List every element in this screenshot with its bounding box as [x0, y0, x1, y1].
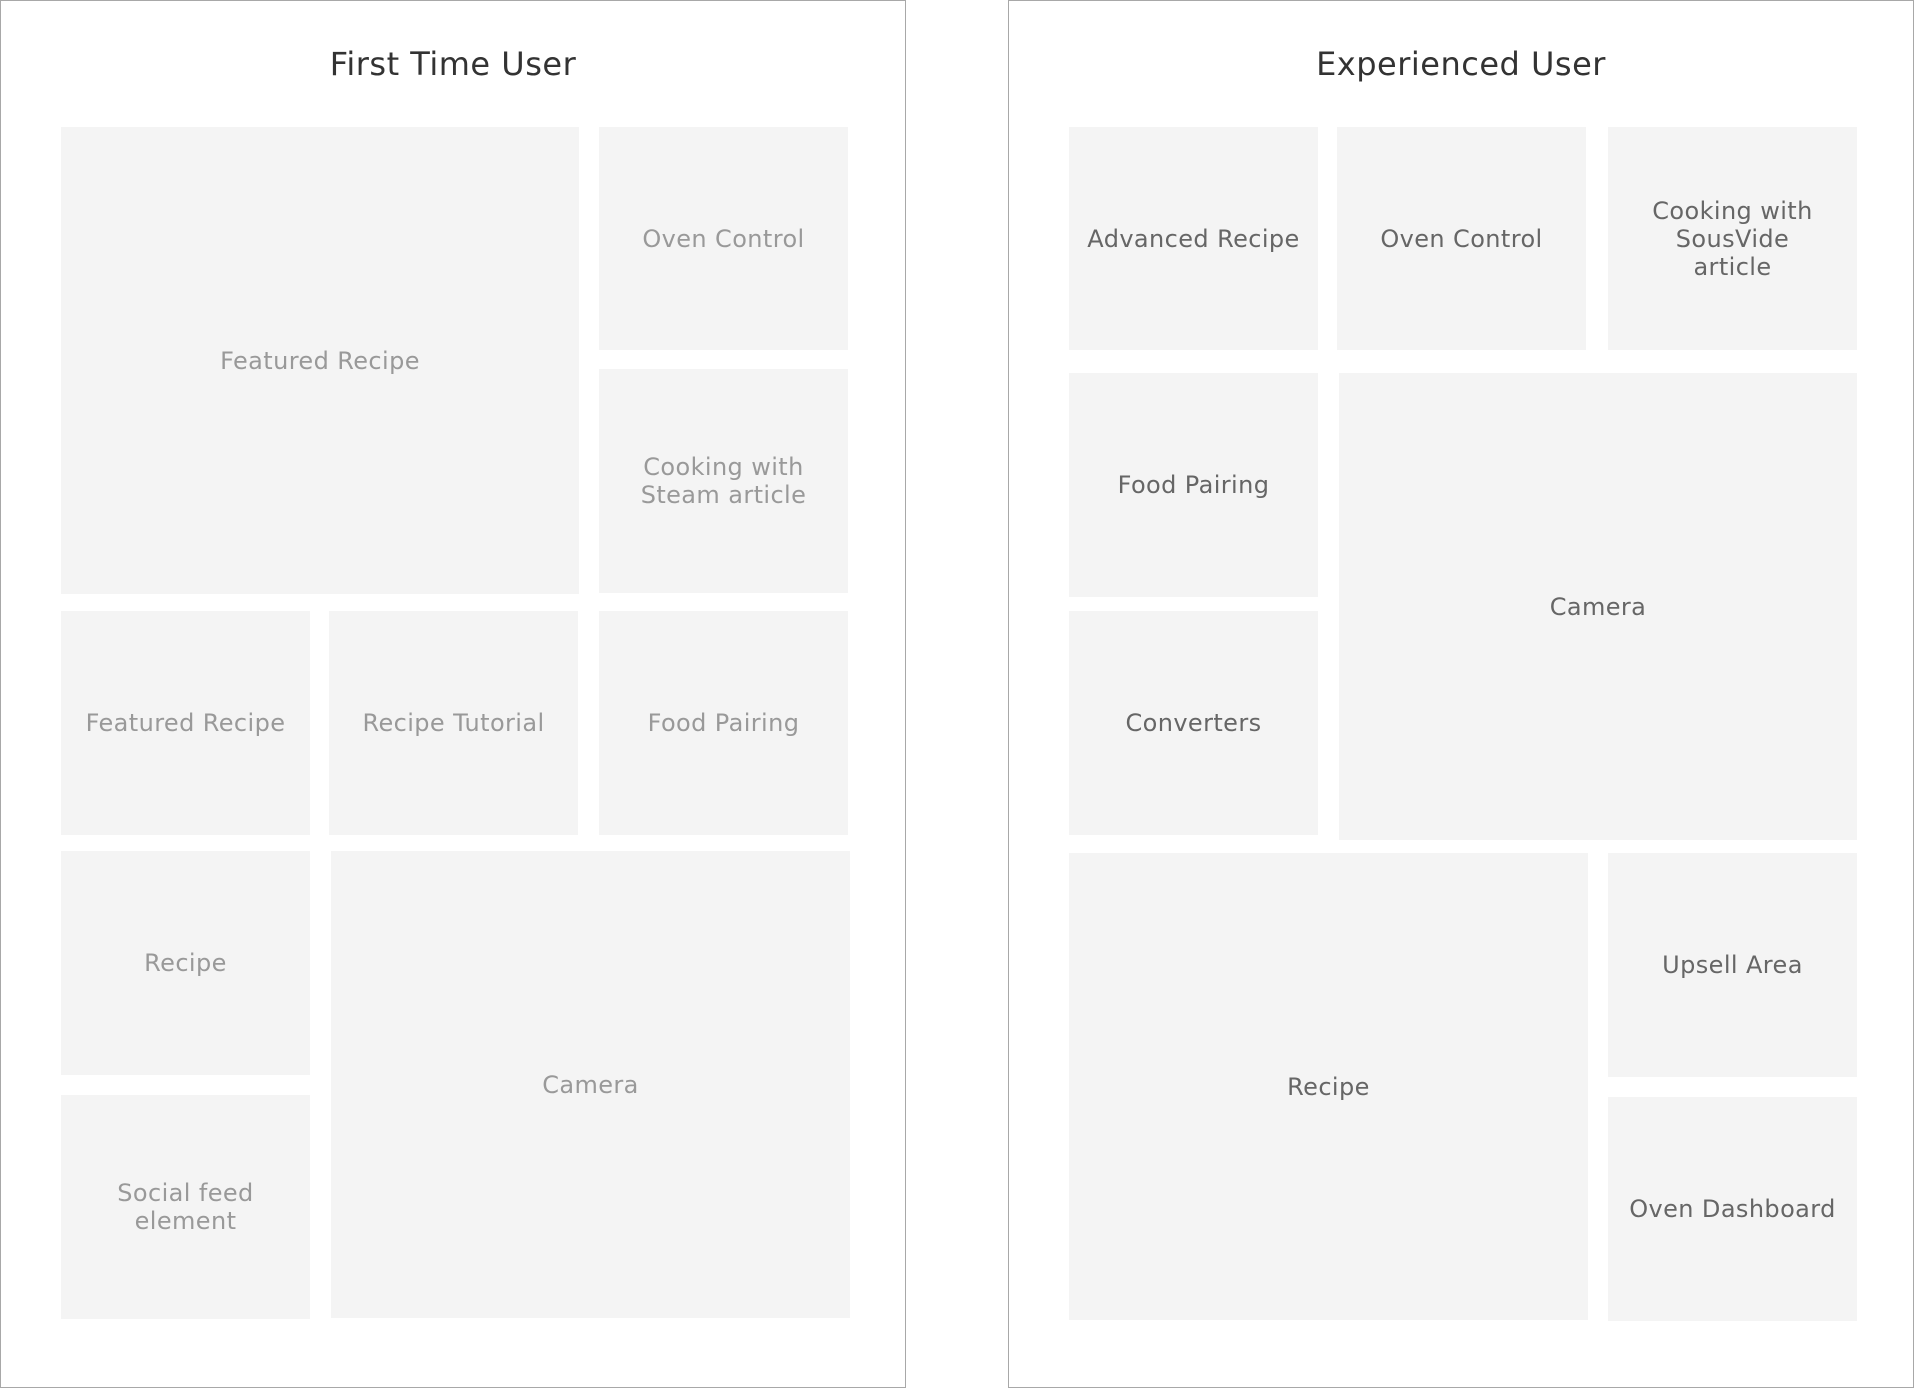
tile-oven-dashboard[interactable]: Oven Dashboard [1608, 1097, 1857, 1321]
tile-label: Food Pairing [647, 709, 800, 737]
first-time-user-panel: First Time User Featured Recipe Oven Con… [0, 0, 906, 1388]
panel-title: First Time User [329, 45, 577, 83]
tile-oven-control[interactable]: Oven Control [599, 127, 848, 350]
tile-label: Social feed element [117, 1179, 254, 1235]
experienced-user-panel: Experienced User Advanced Recipe Oven Co… [1008, 0, 1914, 1388]
tile-label: Cooking with SousVide article [1652, 196, 1813, 281]
tile-label: Recipe [144, 949, 227, 977]
tile-upsell-area[interactable]: Upsell Area [1608, 853, 1857, 1077]
tile-label: Advanced Recipe [1087, 224, 1300, 253]
tile-label: Food Pairing [1117, 471, 1270, 499]
tile-featured-recipe-large[interactable]: Featured Recipe [61, 127, 579, 594]
tile-camera[interactable]: Camera [331, 851, 850, 1318]
tile-food-pairing[interactable]: Food Pairing [1069, 373, 1318, 597]
tile-label: Oven Control [1380, 224, 1543, 253]
tile-food-pairing[interactable]: Food Pairing [599, 611, 848, 835]
tile-label: Featured Recipe [220, 346, 420, 375]
tile-label: Featured Recipe [85, 709, 286, 737]
tile-converters[interactable]: Converters [1069, 611, 1318, 835]
tile-label: Upsell Area [1662, 951, 1803, 979]
tile-label: Recipe [1287, 1072, 1370, 1101]
tile-oven-control[interactable]: Oven Control [1337, 127, 1586, 350]
tile-featured-recipe-small[interactable]: Featured Recipe [61, 611, 310, 835]
tile-label: Oven Control [642, 224, 805, 253]
tile-label: Converters [1125, 709, 1262, 737]
tile-label: Camera [542, 1070, 639, 1099]
tile-label: Oven Dashboard [1629, 1195, 1836, 1223]
tile-advanced-recipe[interactable]: Advanced Recipe [1069, 127, 1318, 350]
tile-cooking-with-steam[interactable]: Cooking with Steam article [599, 369, 848, 593]
tile-social-feed[interactable]: Social feed element [61, 1095, 310, 1319]
tile-camera[interactable]: Camera [1339, 373, 1857, 840]
tile-recipe-tutorial[interactable]: Recipe Tutorial [329, 611, 578, 835]
tile-cooking-with-sousvide[interactable]: Cooking with SousVide article [1608, 127, 1857, 350]
tile-recipe[interactable]: Recipe [61, 851, 310, 1075]
tile-recipe[interactable]: Recipe [1069, 853, 1588, 1320]
tile-label: Camera [1549, 592, 1647, 621]
panel-title: Experienced User [1316, 45, 1606, 83]
tile-label: Cooking with Steam article [640, 453, 807, 509]
tile-label: Recipe Tutorial [362, 709, 545, 737]
